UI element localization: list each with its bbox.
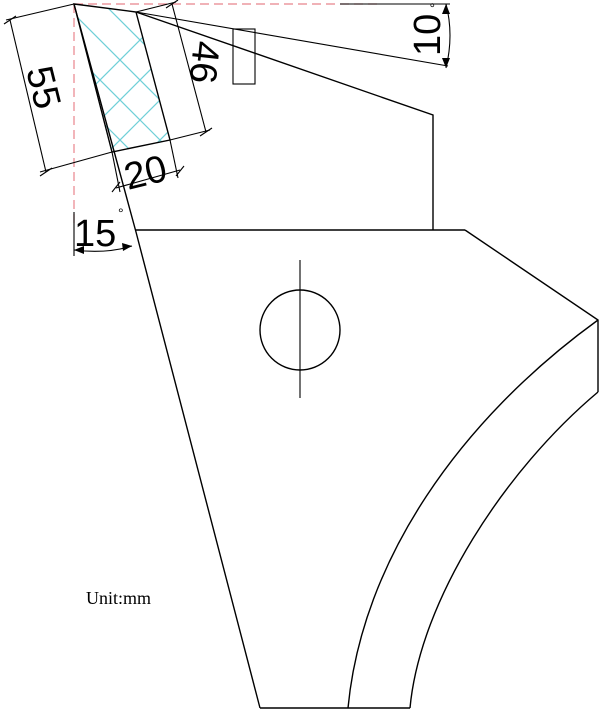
rake-angle-value: 15 bbox=[74, 213, 116, 255]
depth-tick-bottom bbox=[199, 127, 213, 137]
blade-hatch bbox=[74, 4, 170, 152]
blade-insert bbox=[73, 3, 171, 153]
clearance-angle-value: 10 bbox=[407, 14, 449, 56]
rake-arrow-left bbox=[74, 246, 84, 254]
length-value: 55 bbox=[17, 62, 68, 113]
inner-arc-edge bbox=[347, 319, 599, 709]
length-dimension-line bbox=[9, 19, 47, 173]
depth-tick-top bbox=[165, 0, 179, 9]
clearance-angle-line bbox=[135, 11, 449, 67]
back-edge bbox=[464, 229, 599, 392]
outer-arc-edge bbox=[409, 391, 599, 709]
clearance-degree-mark: ° bbox=[427, 2, 443, 8]
length-tick-bottom bbox=[39, 167, 53, 177]
rake-arrow-right bbox=[122, 243, 132, 251]
depth-dimension-line bbox=[171, 3, 207, 133]
clearance-arrow-top bbox=[442, 4, 450, 14]
depth-extension-top bbox=[135, 1, 177, 13]
depth-extension-bottom bbox=[169, 129, 211, 141]
reference-rectangle bbox=[232, 28, 256, 85]
depth-value: 46 bbox=[181, 39, 227, 85]
length-extension-bottom bbox=[39, 151, 113, 173]
length-extension-top bbox=[5, 3, 75, 21]
width-value: 20 bbox=[120, 148, 171, 199]
length-tick-top bbox=[3, 15, 17, 25]
width-dimension-line bbox=[115, 169, 181, 189]
rake-degree-mark: ° bbox=[118, 205, 124, 221]
top-edge bbox=[135, 11, 434, 230]
width-tick-left bbox=[111, 181, 121, 193]
width-extension-right bbox=[169, 139, 179, 179]
rake-face-edge bbox=[73, 3, 261, 709]
width-extension-left bbox=[111, 151, 121, 193]
unit-label: Unit:mm bbox=[86, 588, 151, 608]
clearance-arrow-bottom bbox=[442, 58, 450, 68]
width-tick-right bbox=[175, 165, 185, 177]
